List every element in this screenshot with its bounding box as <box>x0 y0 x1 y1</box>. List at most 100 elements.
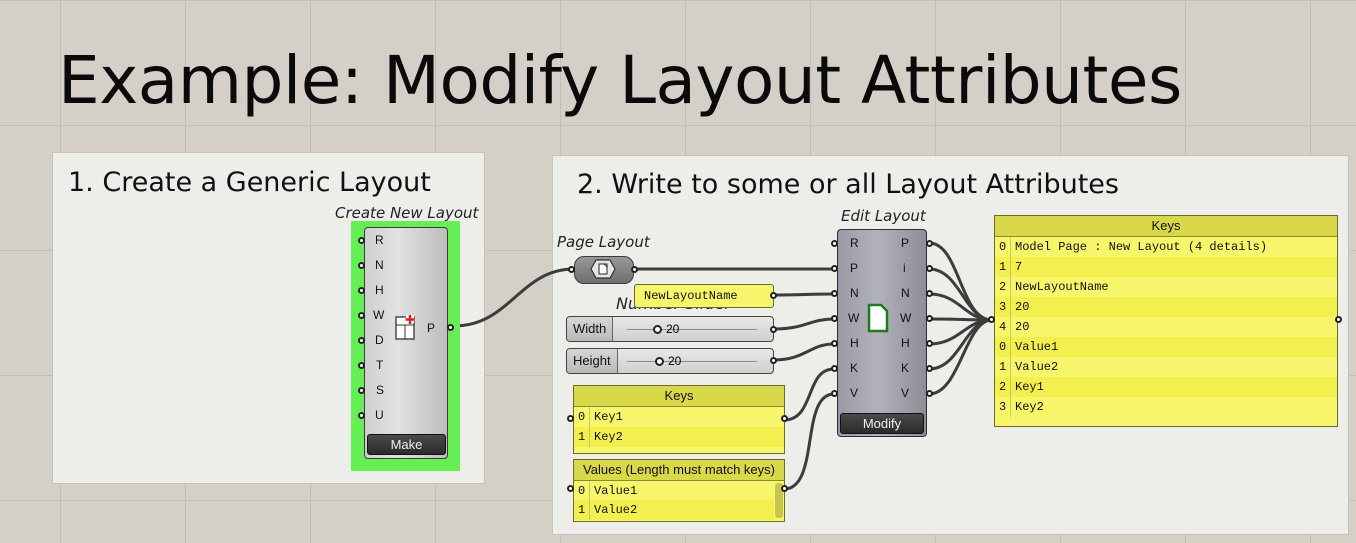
input-label: S <box>376 383 385 397</box>
input-grip[interactable] <box>831 290 838 297</box>
width-slider-value: 20 <box>666 322 680 336</box>
keys-panel-input-grip[interactable] <box>567 415 574 422</box>
output-grip[interactable] <box>926 315 933 322</box>
input-grip[interactable] <box>358 237 365 244</box>
wire-height-to-edit <box>772 342 836 362</box>
input-label: H <box>850 336 859 350</box>
input-label: K <box>850 361 859 375</box>
output-grip[interactable] <box>926 240 933 247</box>
input-grip[interactable] <box>358 387 365 394</box>
input-label: W <box>848 311 860 325</box>
input-label: V <box>850 386 859 400</box>
height-slider-knob[interactable] <box>655 357 664 366</box>
input-label: P <box>850 261 859 275</box>
keys-panel-output-grip[interactable] <box>781 415 788 422</box>
wire-keys-to-edit <box>782 367 836 422</box>
output-label: N <box>901 286 910 300</box>
values-panel-scrollbar[interactable] <box>775 483 783 518</box>
height-slider-value: 20 <box>668 354 682 368</box>
layout-name-panel[interactable]: NewLayoutName <box>634 284 774 308</box>
input-grip[interactable] <box>358 412 365 419</box>
edit-layout-nickname: Edit Layout <box>841 207 926 225</box>
page-layout-input-grip[interactable] <box>568 266 575 273</box>
height-slider-grip[interactable] <box>770 357 777 364</box>
keys-panel-header: Keys <box>574 386 784 407</box>
output-label: P <box>901 236 910 250</box>
input-label: N <box>850 286 859 300</box>
input-grip[interactable] <box>358 337 365 344</box>
input-grip[interactable] <box>831 390 838 397</box>
values-panel-input-grip[interactable] <box>567 485 574 492</box>
create-layout-component[interactable] <box>364 227 448 459</box>
output-grip[interactable] <box>926 265 933 272</box>
wire-make-to-page <box>452 267 576 328</box>
group-write-attributes-title: 2. Write to some or all Layout Attribute… <box>577 169 1119 200</box>
width-slider-grip[interactable] <box>770 326 777 333</box>
output-grip[interactable] <box>926 390 933 397</box>
input-label: R <box>375 233 384 247</box>
input-label: D <box>375 333 384 347</box>
input-grip[interactable] <box>831 340 838 347</box>
height-slider[interactable]: Height 20 <box>566 348 774 374</box>
output-grip[interactable] <box>926 290 933 297</box>
values-panel-header: Values (Length must match keys) <box>574 460 784 481</box>
height-slider-track <box>627 361 757 362</box>
group-create-layout-title: 1. Create a Generic Layout <box>68 167 431 198</box>
output-label: i <box>903 261 906 275</box>
input-grip[interactable] <box>358 287 365 294</box>
input-grip[interactable] <box>831 265 838 272</box>
height-slider-label: Height <box>567 349 618 373</box>
edit-layout-component[interactable] <box>837 229 927 437</box>
output-grip[interactable] <box>926 340 933 347</box>
output-panel-header: Keys <box>995 216 1337 237</box>
input-grip[interactable] <box>358 312 365 319</box>
values-panel-output-grip[interactable] <box>781 485 788 492</box>
canvas-title: Example: Modify Layout Attributes <box>58 42 1182 119</box>
output-label: H <box>901 336 910 350</box>
page-layout-nickname: Page Layout <box>557 233 650 251</box>
input-label: W <box>373 308 385 322</box>
page-layout-output-grip[interactable] <box>631 266 638 273</box>
output-grip[interactable] <box>447 324 454 331</box>
make-button[interactable]: Make <box>367 434 446 455</box>
new-layout-icon <box>395 315 415 340</box>
input-label: T <box>376 358 384 372</box>
output-label: W <box>900 311 912 325</box>
input-grip[interactable] <box>358 262 365 269</box>
input-label: R <box>850 236 859 250</box>
edit-layout-icon <box>867 303 889 333</box>
output-panel-input-grip[interactable] <box>988 316 995 323</box>
output-grip[interactable] <box>926 365 933 372</box>
input-grip[interactable] <box>831 315 838 322</box>
output-label: V <box>901 386 910 400</box>
create-layout-nickname: Create New Layout <box>335 204 479 222</box>
wire-width-to-edit <box>772 317 836 331</box>
layout-name-value: NewLayoutName <box>644 289 738 303</box>
wire-name-to-edit <box>772 292 836 297</box>
input-grip[interactable] <box>831 240 838 247</box>
output-panel-output-grip[interactable] <box>1335 316 1342 323</box>
input-grip[interactable] <box>831 365 838 372</box>
page-layout-icon <box>590 259 616 279</box>
input-grip[interactable] <box>358 362 365 369</box>
input-label: H <box>375 283 384 297</box>
layout-name-grip[interactable] <box>770 292 777 299</box>
modify-button[interactable]: Modify <box>840 413 924 434</box>
width-slider[interactable]: Width 20 <box>566 316 774 342</box>
width-slider-knob[interactable] <box>653 325 662 334</box>
